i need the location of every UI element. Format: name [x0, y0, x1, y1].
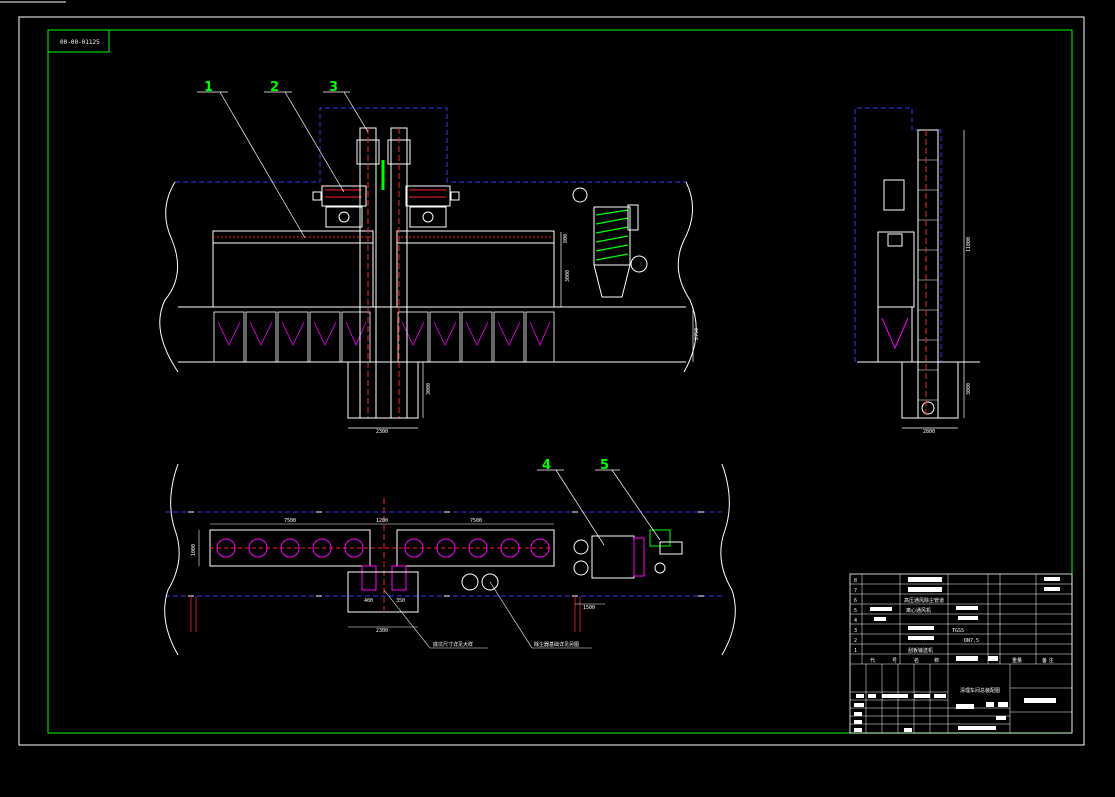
note-pit: 底坑尺寸详见大样	[433, 641, 473, 648]
dim-plan-pit: 2300	[376, 628, 388, 634]
dim-elev-hopper: 3000	[565, 270, 571, 282]
tb-header-qty: 称	[934, 657, 939, 664]
callout-2: 2	[270, 80, 279, 95]
dim-side-pit-w: 2800	[923, 429, 935, 435]
dim-plan-mid: 1200	[376, 518, 388, 524]
dim-plan-left: 7500	[284, 518, 296, 524]
dim-plan-dust: 1500	[583, 605, 595, 611]
tb-row-1: 1	[854, 648, 857, 654]
dim-plan-small-b: 350	[396, 598, 405, 604]
tb-row3-code: TGSS	[952, 628, 964, 634]
callout-3: 3	[329, 80, 338, 95]
callout-1: 1	[204, 80, 213, 95]
tb-row2-code: DN7.5	[964, 638, 979, 644]
tb-row5-name: 离心通风机	[906, 607, 931, 614]
tb-row-4: 4	[854, 618, 857, 624]
tb-row-2: 2	[854, 638, 857, 644]
dim-side-total: 11000	[966, 237, 972, 252]
tb-row-7: 7	[854, 588, 857, 594]
note-dust: 除尘器基础详见另图	[534, 641, 579, 648]
tb-project-title: 清理车间总装配图	[960, 687, 1000, 694]
tb-row-3: 3	[854, 628, 857, 634]
outer-border	[18, 16, 1085, 746]
dim-elev-ground: 2750	[694, 328, 700, 340]
tb-header-name: 名	[914, 657, 919, 664]
dim-elev-pit: 3000	[426, 383, 432, 395]
front-elevation: 800 3000 2750 3000 2300 1 2 3	[159, 80, 700, 435]
tb-header-mat: 重量	[1012, 657, 1022, 664]
tb-header-no: 代	[870, 657, 875, 664]
callout-5: 5	[600, 458, 609, 473]
tb-row-8: 8	[854, 578, 857, 584]
code-box	[47, 29, 110, 53]
side-elevation: 11000 3000 2800	[854, 107, 980, 435]
dim-plan-right: 7500	[470, 518, 482, 524]
callout-4: 4	[542, 458, 551, 473]
tb-row-5: 5	[854, 608, 857, 614]
dim-side-pit: 3000	[966, 383, 972, 395]
dim-plan-small-a: 400	[364, 598, 373, 604]
dim-plan-depth: 1000	[191, 544, 197, 556]
title-block: 8 7 6 5 4 3 2 1 高压通风除尘管道 离心通风机 TGSS DN7.…	[849, 573, 1073, 734]
drawing-code: 00-00-01125	[60, 39, 100, 46]
inner-frame	[47, 29, 1073, 734]
tb-header-code: 号	[892, 658, 897, 664]
tb-row-6: 6	[854, 598, 857, 604]
dim-elev-top: 800	[563, 234, 569, 243]
tb-row6-name: 高压通风除尘管道	[904, 597, 944, 604]
dim-elev-pit-w: 2300	[376, 429, 388, 435]
tb-header-remark: 备 注	[1042, 657, 1054, 664]
tb-row1-name: 刮板输送机	[908, 647, 933, 654]
plan-view: 7500 1200 7500 1000 400 350 1500 2300 底坑…	[164, 458, 736, 656]
